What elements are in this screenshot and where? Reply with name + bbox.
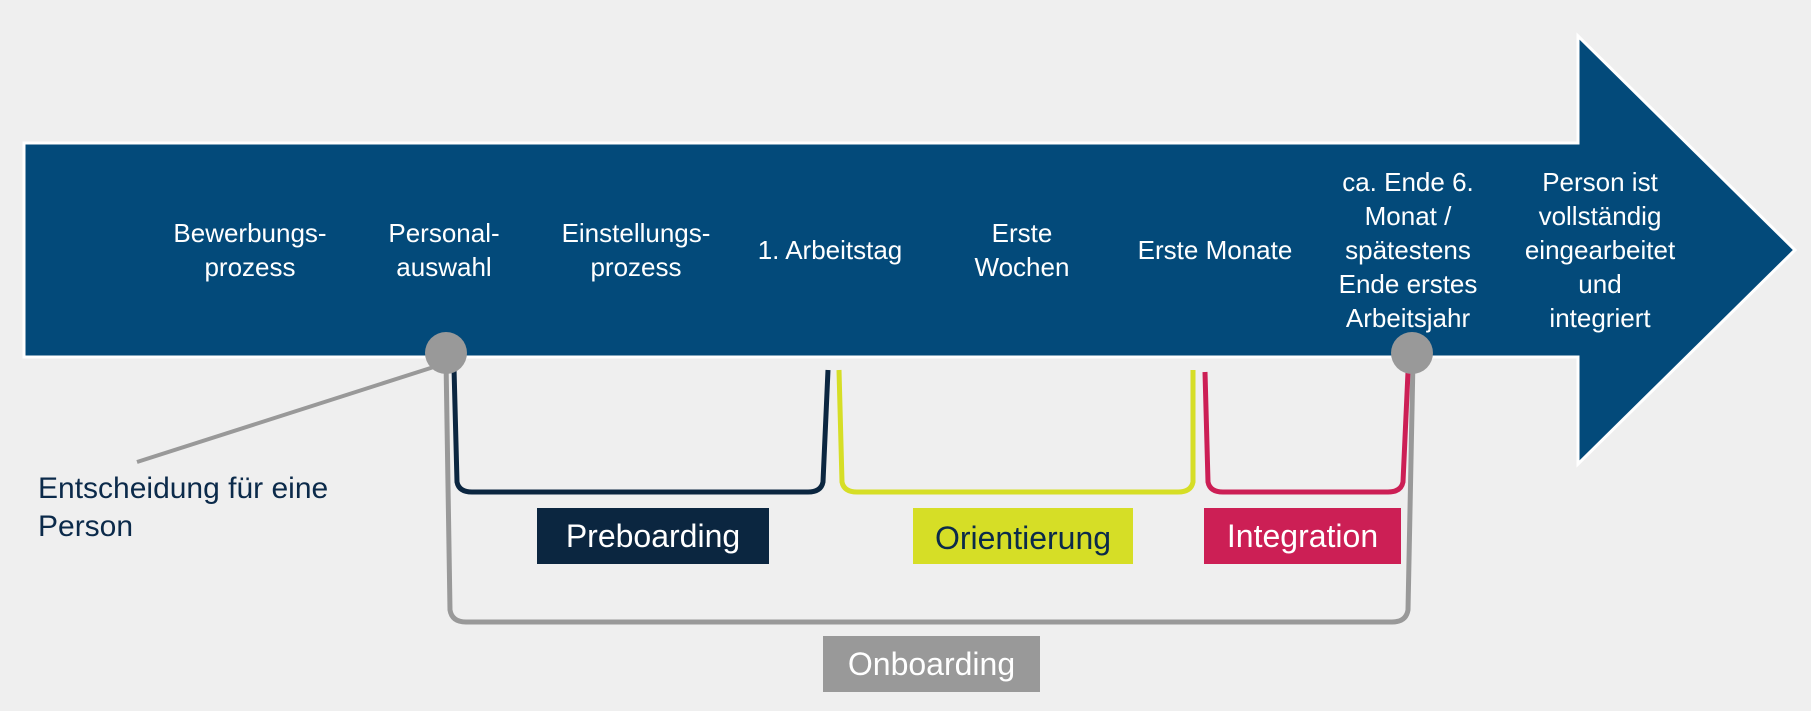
stage-erste-monate: Erste Monate — [1137, 235, 1293, 265]
stage-ende-sechster-monat: ca. Ende 6. Monat / spätestens Ende erst… — [1338, 167, 1478, 333]
integration-label: Integration — [1226, 517, 1379, 554]
milestone-dot-integration-end — [1391, 332, 1433, 374]
stage-bewerbungsprozess: Bewerbungs- prozess — [173, 218, 327, 282]
process-arrow — [22, 32, 1798, 468]
onboarding-bracket — [443, 359, 1416, 625]
milestone-dot-personalauswahl — [425, 332, 467, 374]
preboarding-bracket — [451, 367, 831, 495]
orientierung-label: Orientierung — [934, 519, 1112, 556]
decision-label: Entscheidung für eine Person — [38, 472, 329, 543]
preboarding-label: Preboarding — [565, 517, 741, 554]
orientierung-box — [913, 508, 1133, 564]
decision-pointer-line — [136, 363, 441, 464]
stage-vollstaendig-integriert: Person ist vollständig eingearbeitet und… — [1524, 167, 1676, 333]
stage-personalauswahl: Personal- auswahl — [388, 218, 500, 282]
stage-erste-wochen: Erste Wochen — [974, 218, 1070, 282]
preboarding-box — [537, 508, 769, 564]
onboarding-label: Onboarding — [847, 645, 1016, 682]
integration-bracket — [1202, 371, 1411, 495]
orientierung-bracket — [836, 369, 1196, 495]
onboarding-box — [823, 636, 1040, 692]
stage-einstellungsprozess: Einstellungs- prozess — [561, 218, 711, 282]
integration-box — [1204, 508, 1401, 564]
stage-erster-arbeitstag: 1. Arbeitstag — [757, 235, 903, 265]
